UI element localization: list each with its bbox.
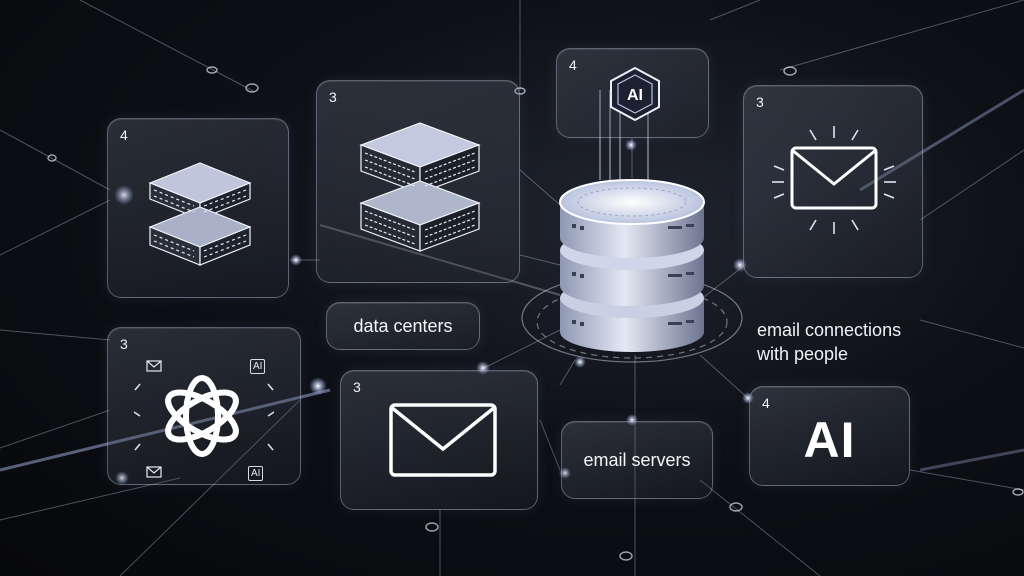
data-centers-text: data centers [353, 315, 453, 336]
label-email-servers: email servers [561, 421, 713, 499]
card-email-bottom: 3 [340, 370, 538, 510]
card-number: 3 [120, 336, 128, 352]
card-number: 4 [762, 395, 770, 411]
card-number: 4 [120, 127, 128, 143]
card-openai: 3 AI AI [107, 327, 301, 485]
mini-ai-badge: AI [248, 466, 264, 481]
bracket-mark-icon [267, 383, 275, 451]
mini-mail-icon [146, 360, 162, 372]
label-email-connections: email connections with people [757, 320, 902, 364]
card-ai-chip: 4 AI [556, 48, 709, 138]
mail-icon [389, 403, 497, 477]
card-email-right: 3 [743, 85, 923, 278]
bracket-mark-icon [133, 383, 141, 451]
card-servers-top: 3 [316, 80, 520, 283]
card-number: 3 [756, 94, 764, 110]
mini-mail-icon [146, 466, 162, 478]
email-servers-text: email servers [583, 449, 691, 470]
openai-logo-icon [165, 375, 239, 457]
database-icon [559, 179, 705, 352]
ai-chip-label: AI [627, 87, 643, 104]
card-number: 3 [329, 89, 337, 105]
card-number: 4 [569, 57, 577, 73]
card-ai-text: 4 AI [749, 386, 910, 486]
card-servers-left: 4 [107, 118, 289, 298]
mail-icon [772, 126, 896, 234]
ai-text: AI [803, 412, 856, 468]
ai-chip-icon: AI [610, 66, 660, 122]
label-data-centers: data centers [326, 302, 480, 350]
server-stack-icon [359, 122, 481, 252]
server-stack-icon [148, 162, 252, 266]
mini-ai-badge: AI [250, 359, 266, 374]
card-number: 3 [353, 379, 361, 395]
